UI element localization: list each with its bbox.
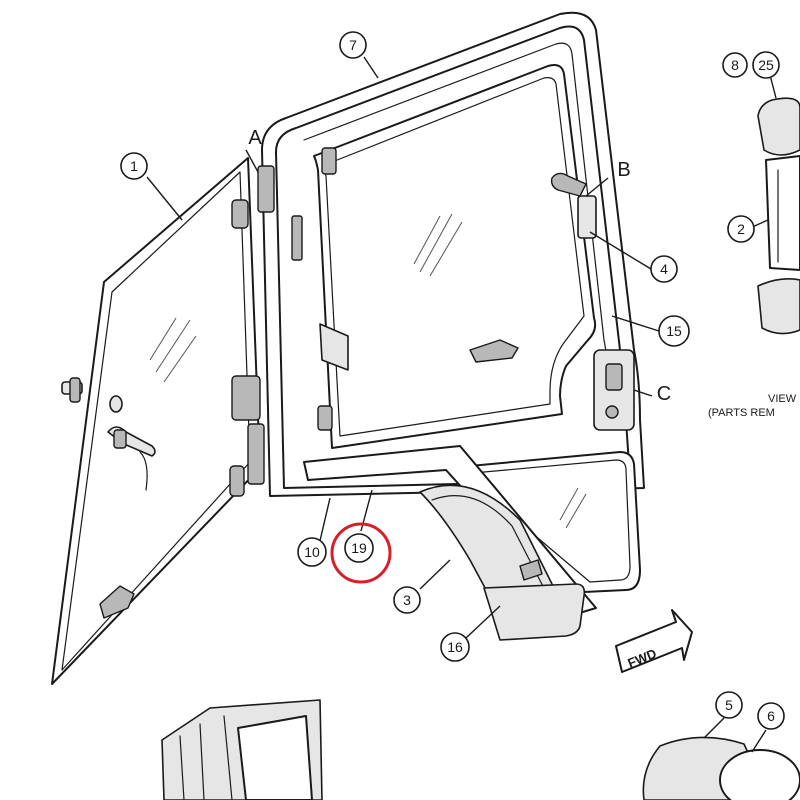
svg-text:8: 8 <box>731 57 739 73</box>
callout-6: 6 <box>757 702 785 730</box>
callout-7: 7 <box>339 31 367 59</box>
fwd-direction-arrow: FWD <box>615 609 693 673</box>
section-letter-a: A <box>248 127 262 149</box>
svg-text:10: 10 <box>304 544 320 560</box>
callout-25: 25 <box>752 51 780 79</box>
svg-text:3: 3 <box>403 592 411 608</box>
section-letter-b: B <box>617 159 630 181</box>
callout-5: 5 <box>715 691 743 719</box>
callout-19: 19 <box>344 533 374 563</box>
section-letter-c: C <box>657 383 671 405</box>
svg-text:6: 6 <box>767 708 775 724</box>
svg-text:5: 5 <box>725 697 733 713</box>
bottom-left-part <box>161 699 323 800</box>
svg-text:1: 1 <box>130 158 138 174</box>
svg-text:25: 25 <box>758 57 774 73</box>
callout-10: 10 <box>297 537 327 567</box>
bottom-seal <box>483 583 586 641</box>
callout-16: 16 <box>440 632 470 662</box>
callout-2: 2 <box>727 215 755 243</box>
callout-3: 3 <box>393 586 421 614</box>
bottom-right-part <box>642 717 800 800</box>
view-caption-line2: (PARTS REM <box>708 407 775 419</box>
callout-4: 4 <box>650 255 678 283</box>
main-door-frame <box>231 11 645 615</box>
svg-text:19: 19 <box>351 540 367 556</box>
view-caption-line1: VIEW <box>768 393 797 405</box>
svg-text:2: 2 <box>737 221 745 237</box>
svg-text:7: 7 <box>349 37 357 53</box>
svg-text:4: 4 <box>660 261 668 277</box>
svg-text:15: 15 <box>666 323 682 339</box>
left-door-panel <box>51 157 261 685</box>
svg-text:16: 16 <box>447 639 463 655</box>
callout-8: 8 <box>722 52 748 78</box>
callout-15: 15 <box>658 315 690 347</box>
side-view-parts <box>749 74 800 335</box>
callout-1: 1 <box>120 152 148 180</box>
highlight-ring-19 <box>330 522 392 584</box>
